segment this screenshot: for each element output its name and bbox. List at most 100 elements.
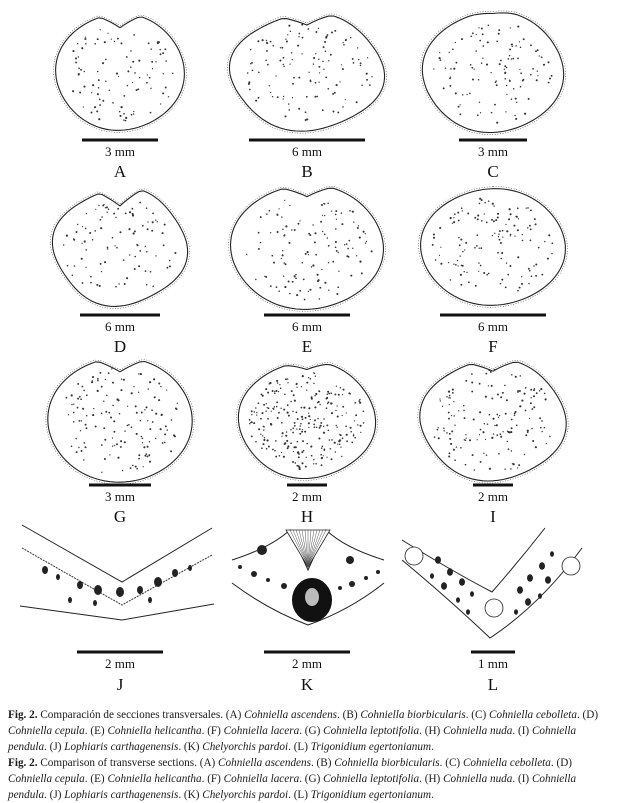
vascular-bundle bbox=[502, 236, 504, 238]
species-name: Cohniella lacera bbox=[223, 725, 300, 737]
vascular-bundle bbox=[539, 417, 542, 420]
vascular-bundle bbox=[449, 397, 451, 399]
vascular-bundle bbox=[439, 52, 441, 54]
vascular-bundle bbox=[365, 240, 368, 243]
species-name: Cohniella ascendens bbox=[244, 709, 338, 721]
vascular-bundle bbox=[335, 249, 338, 252]
vascular-bundle bbox=[534, 446, 537, 449]
vascular-bundle bbox=[146, 74, 149, 76]
vascular-bundle bbox=[261, 394, 264, 397]
vascular-bundle bbox=[313, 382, 315, 385]
vascular-bundle bbox=[351, 210, 354, 213]
vascular-bundle bbox=[313, 463, 315, 465]
vascular-bundle bbox=[314, 95, 317, 98]
vascular-bundle bbox=[298, 76, 301, 79]
vascular-bundle bbox=[449, 279, 452, 281]
vascular-bundle bbox=[97, 79, 100, 82]
vascular-bundle bbox=[358, 400, 361, 402]
vascular-bundle bbox=[494, 232, 496, 234]
vascular-bundle bbox=[540, 56, 543, 59]
vascular-bundle bbox=[78, 446, 80, 449]
vascular-bundle bbox=[98, 98, 101, 101]
vascular-bundle bbox=[149, 428, 152, 431]
vascular-bundle bbox=[323, 68, 325, 70]
vascular-bundle bbox=[282, 228, 284, 230]
scale-label: 6 mm bbox=[478, 319, 508, 334]
vascular-bundle bbox=[83, 442, 86, 444]
scale-label: 2 mm bbox=[105, 656, 135, 671]
scale-label: 2 mm bbox=[292, 489, 322, 504]
vascular-bundle bbox=[447, 411, 450, 414]
vascular-bundle bbox=[484, 438, 487, 441]
vascular-bundle bbox=[303, 406, 306, 409]
vascular-bundle bbox=[468, 281, 470, 284]
vascular-bundle bbox=[125, 116, 128, 119]
vascular-bundle bbox=[290, 428, 292, 431]
vascular-bundle bbox=[316, 280, 319, 283]
scale-label: 3 mm bbox=[105, 144, 135, 159]
vascular-bundle bbox=[274, 450, 276, 452]
vascular-bundle bbox=[456, 597, 460, 603]
vascular-bundle bbox=[448, 432, 451, 435]
vascular-bundle bbox=[112, 445, 114, 447]
vascular-bundle bbox=[265, 388, 268, 391]
vascular-bundle bbox=[336, 415, 339, 418]
vascular-bundle bbox=[138, 454, 141, 457]
vascular-bundle bbox=[537, 75, 539, 77]
vascular-bundle bbox=[535, 274, 538, 277]
panel-a: 3 mmA bbox=[53, 14, 187, 181]
vascular-bundle bbox=[441, 582, 447, 590]
vascular-bundle bbox=[476, 218, 479, 221]
vascular-bundle bbox=[514, 410, 517, 413]
vascular-bundle bbox=[120, 378, 123, 380]
vascular-bundle bbox=[539, 562, 545, 570]
vascular-bundle bbox=[126, 405, 129, 407]
abaxial-surface bbox=[231, 582, 385, 626]
vascular-bundle bbox=[136, 244, 139, 247]
vascular-bundle bbox=[100, 227, 103, 230]
vascular-bundle bbox=[317, 27, 320, 29]
vascular-bundle bbox=[342, 388, 345, 391]
vascular-bundle bbox=[324, 214, 326, 217]
vascular-bundle bbox=[133, 230, 136, 233]
vascular-bundle bbox=[80, 420, 83, 422]
vascular-bundle bbox=[437, 437, 440, 440]
vascular-bundle bbox=[147, 388, 149, 390]
vascular-bundle bbox=[300, 415, 304, 418]
vascular-bundle bbox=[509, 235, 511, 237]
vascular-bundle bbox=[518, 41, 521, 43]
vascular-bundle bbox=[482, 431, 485, 434]
vascular-bundle bbox=[172, 72, 174, 75]
vascular-bundle bbox=[133, 34, 135, 36]
vascular-bundle bbox=[121, 469, 124, 472]
vascular-bundle bbox=[448, 417, 450, 420]
panel-letter: G bbox=[114, 507, 126, 526]
vascular-bundle bbox=[439, 59, 442, 61]
vascular-bundle bbox=[257, 96, 260, 99]
vascular-bundle bbox=[304, 118, 307, 122]
vascular-bundle bbox=[156, 221, 158, 223]
vascular-bundle bbox=[329, 53, 332, 56]
vascular-bundle bbox=[275, 455, 278, 458]
vascular-bundle bbox=[101, 62, 105, 65]
vascular-bundle bbox=[461, 210, 463, 212]
vascular-bundle bbox=[155, 219, 157, 221]
vascular-bundle bbox=[328, 392, 331, 395]
vascular-bundle bbox=[465, 379, 468, 382]
vascular-bundle bbox=[498, 233, 500, 235]
vascular-bundle bbox=[503, 68, 505, 70]
panel-letter: F bbox=[488, 337, 497, 356]
vascular-bundle bbox=[515, 117, 518, 120]
vascular-bundle bbox=[291, 229, 293, 231]
vascular-bundle bbox=[537, 246, 540, 249]
vascular-bundle bbox=[301, 430, 304, 433]
vascular-bundle bbox=[314, 406, 317, 409]
vascular-bundle bbox=[337, 286, 340, 289]
vascular-bundle bbox=[96, 70, 99, 73]
vascular-bundle bbox=[447, 568, 453, 576]
vascular-bundle bbox=[495, 219, 498, 222]
vascular-bundle bbox=[65, 234, 68, 237]
vascular-bundle bbox=[263, 437, 266, 439]
scale-label: 6 mm bbox=[105, 319, 135, 334]
vascular-bundle bbox=[538, 390, 541, 392]
